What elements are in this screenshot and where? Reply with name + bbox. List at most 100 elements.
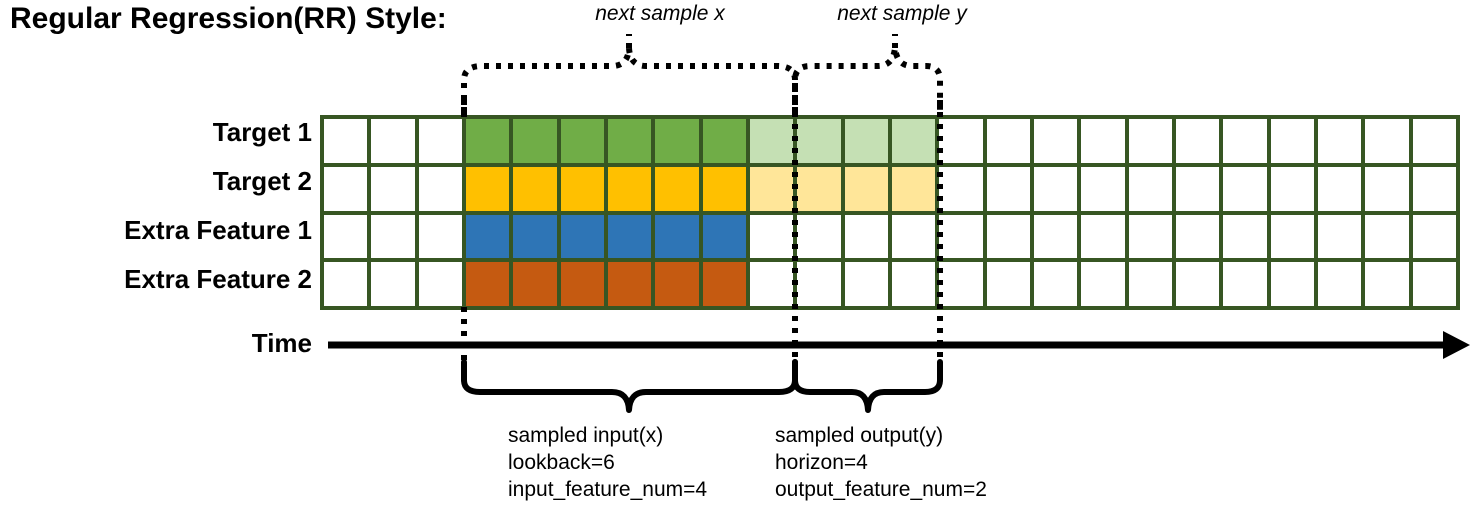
grid-cell bbox=[324, 119, 368, 163]
sampled-input-line-2: lookback=6 bbox=[508, 450, 615, 474]
grid-cell bbox=[1223, 262, 1267, 306]
grid-cell bbox=[749, 262, 794, 306]
grid-cell bbox=[560, 119, 604, 163]
grid-cell bbox=[371, 119, 415, 163]
grid-cell bbox=[702, 166, 746, 211]
grid-cell bbox=[560, 214, 604, 259]
row-label-target-2: Target 2 bbox=[212, 166, 312, 196]
grid-cell bbox=[844, 214, 888, 259]
grid-cell bbox=[1223, 166, 1267, 211]
grid-cell bbox=[702, 214, 746, 259]
grid-cell bbox=[513, 166, 557, 211]
grid-cell bbox=[371, 262, 415, 306]
grid-cell bbox=[418, 262, 462, 306]
bottom-brace-sampled-output bbox=[792, 359, 943, 413]
sampled-output-line-3: output_feature_num=2 bbox=[775, 477, 987, 501]
grid-cell bbox=[1365, 214, 1409, 259]
sampled-input-line-1: sampled input(x) bbox=[508, 424, 664, 447]
bottom-annotation-output: sampled output(y) horizon=4 output_featu… bbox=[775, 423, 987, 504]
grid-cell bbox=[1081, 262, 1125, 306]
row-label-extra-feature-1: Extra Feature 1 bbox=[124, 215, 312, 245]
timeseries-grid bbox=[320, 115, 1460, 310]
grid-cell bbox=[324, 214, 368, 259]
grid-cell bbox=[844, 166, 888, 211]
grid-cell bbox=[1175, 166, 1220, 211]
grid-cell bbox=[371, 214, 415, 259]
row-label-extra-feature-2: Extra Feature 2 bbox=[124, 264, 312, 294]
grid-cell bbox=[465, 166, 510, 211]
row-label-column: Target 1 Target 2 Extra Feature 1 Extra … bbox=[0, 115, 312, 310]
grid-cell bbox=[324, 262, 368, 306]
grid-cell bbox=[1128, 262, 1172, 306]
grid-cell bbox=[891, 262, 936, 306]
grid-cell bbox=[1317, 166, 1362, 211]
grid-cell bbox=[560, 262, 604, 306]
grid-cell bbox=[1033, 214, 1078, 259]
grid-cell bbox=[607, 214, 652, 259]
grid-cell bbox=[1223, 214, 1267, 259]
grid-cell bbox=[607, 119, 652, 163]
grid-cell bbox=[1081, 119, 1125, 163]
grid-cell bbox=[607, 262, 652, 306]
grid-cell bbox=[939, 119, 983, 163]
grid-cell bbox=[986, 166, 1030, 211]
grid-cell bbox=[513, 262, 557, 306]
sampled-input-line-3: input_feature_num=4 bbox=[508, 477, 708, 501]
grid-cell bbox=[1412, 166, 1456, 211]
grid-cell bbox=[1175, 262, 1220, 306]
grid-cell bbox=[797, 166, 841, 211]
grid-cell bbox=[1081, 214, 1125, 259]
time-axis-label: Time bbox=[251, 328, 312, 358]
grid-cell bbox=[1175, 119, 1220, 163]
grid-cell bbox=[607, 166, 652, 211]
grid-cell bbox=[655, 262, 699, 306]
grid-cell bbox=[797, 214, 841, 259]
grid-cell bbox=[939, 166, 983, 211]
grid-cell bbox=[797, 119, 841, 163]
grid-cell bbox=[1223, 119, 1267, 163]
grid-cell bbox=[465, 262, 510, 306]
grid-cell bbox=[655, 119, 699, 163]
grid-cell bbox=[465, 119, 510, 163]
grid-cell bbox=[891, 119, 936, 163]
time-axis-arrow bbox=[328, 331, 1470, 359]
row-label-target-1: Target 1 bbox=[212, 117, 312, 147]
grid-cell bbox=[418, 214, 462, 259]
grid-cell bbox=[844, 262, 888, 306]
grid-cell bbox=[1128, 166, 1172, 211]
grid-cell bbox=[418, 119, 462, 163]
grid-cell bbox=[560, 166, 604, 211]
top-brace-next-sample-x bbox=[461, 34, 798, 112]
top-brace-next-sample-y bbox=[792, 34, 943, 112]
grid-cell bbox=[1317, 214, 1362, 259]
grid-cell bbox=[465, 214, 510, 259]
grid-cell bbox=[891, 166, 936, 211]
grid-cell bbox=[797, 262, 841, 306]
grid-cell bbox=[1317, 262, 1362, 306]
grid-cell bbox=[513, 119, 557, 163]
grid-cell bbox=[1412, 214, 1456, 259]
grid-cell bbox=[844, 119, 888, 163]
grid-cell bbox=[1270, 262, 1314, 306]
grid-cell bbox=[1033, 262, 1078, 306]
page-title: Regular Regression(RR) Style: bbox=[10, 2, 447, 35]
grid-cell bbox=[1175, 214, 1220, 259]
grid-cell bbox=[1365, 119, 1409, 163]
grid-cell bbox=[1365, 166, 1409, 211]
top-brace-label-next-sample-y: next sample y bbox=[837, 2, 967, 25]
grid-cell bbox=[1128, 119, 1172, 163]
grid-cell bbox=[324, 166, 368, 211]
bottom-brace-sampled-input bbox=[461, 359, 798, 413]
grid-cell bbox=[986, 214, 1030, 259]
sampled-output-line-1: sampled output(y) bbox=[775, 424, 944, 447]
grid-cell bbox=[655, 166, 699, 211]
grid-cell bbox=[939, 262, 983, 306]
grid-cell bbox=[418, 166, 462, 211]
grid-cell bbox=[1081, 166, 1125, 211]
grid-cell bbox=[749, 119, 794, 163]
grid-cell bbox=[371, 166, 415, 211]
grid-cell bbox=[702, 119, 746, 163]
grid-cell bbox=[1128, 214, 1172, 259]
grid-cell bbox=[1033, 119, 1078, 163]
